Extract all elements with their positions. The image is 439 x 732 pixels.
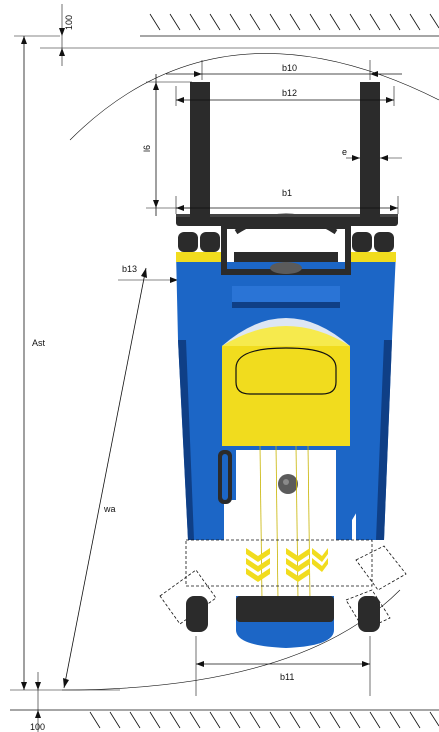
l6-label: l6 [142,145,152,152]
b11-dimension: b11 [195,636,371,696]
wa-dimension: wa [63,267,147,689]
bottom-wall-hatch [10,709,439,729]
b10-dimension: b10 [166,60,402,80]
e-label: e [342,147,347,157]
truck-body [159,232,407,648]
bottom-clearance-label: 100 [30,722,45,732]
wa-label: wa [103,504,116,514]
ast-label: Ast [32,338,46,348]
b13-label: b13 [122,264,137,274]
b1-dimension: b1 [175,188,399,214]
top-clearance-label: 100 [64,15,74,30]
ast-dimension: Ast [14,35,60,690]
b12-label: b12 [282,88,297,98]
top-clearance-dimension: 100 [40,4,439,66]
b12-dimension: b12 [175,86,395,106]
b11-label: b11 [280,672,294,682]
e-dimension: e [342,147,402,161]
l6-dimension: l6 [142,74,192,216]
mast-and-forks [176,82,398,275]
b1-label: b1 [282,188,292,198]
top-wall-hatch [140,13,439,37]
bottom-clearance-dimension: 100 [10,672,120,732]
b10-label: b10 [282,63,297,73]
